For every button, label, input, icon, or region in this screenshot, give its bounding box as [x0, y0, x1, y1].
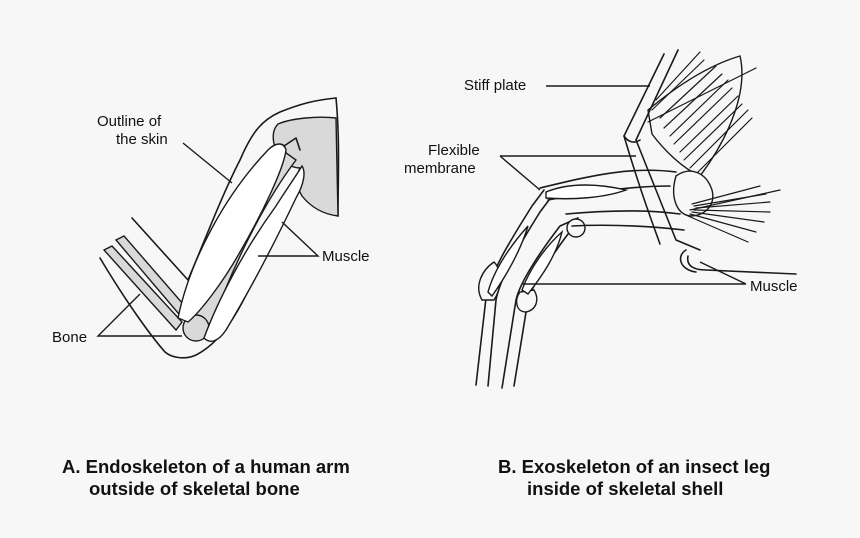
- muscle-leader-b: [522, 261, 747, 285]
- caption-b-line2: inside of skeletal shell: [527, 478, 724, 499]
- skin-label-line1: Outline of: [97, 113, 162, 130]
- tibia-muscle: [487, 225, 529, 298]
- caption-panel-b: B. Exoskeleton of an insect leg inside o…: [498, 456, 770, 500]
- base-shell: [679, 249, 797, 275]
- coxa-muscle-outline: [647, 55, 743, 177]
- knee-joint-upper: [566, 218, 586, 238]
- femur-muscle: [545, 184, 629, 200]
- trochanter-muscle-fan: [687, 185, 781, 243]
- caption-panel-a: A. Endoskeleton of a human arm outside o…: [62, 456, 350, 500]
- membrane-label-line1: Flexible: [428, 142, 480, 159]
- human-arm-illustration: Outline of the skin Muscle Bone: [52, 97, 370, 359]
- insect-leg-illustration: Stiff plate Flexible membrane Muscle: [404, 49, 798, 389]
- arm-skin-outline-upper: [131, 97, 337, 281]
- muscle-leader: [258, 221, 320, 257]
- muscle-label-a: Muscle: [322, 248, 370, 265]
- knee-joint-right: [515, 289, 538, 313]
- skin-label-line2: the skin: [116, 131, 168, 148]
- caption-a-line1: A. Endoskeleton of a human arm: [62, 456, 350, 477]
- muscle-tendon: [283, 137, 301, 151]
- biceps-muscle: [177, 143, 287, 323]
- tarsus-muscle: [521, 229, 564, 295]
- forearm-bone-radius: [102, 245, 183, 332]
- stiff-plate-label: Stiff plate: [464, 77, 526, 94]
- caption-a-line2: outside of skeletal bone: [89, 478, 300, 499]
- triceps-muscle: [203, 164, 305, 342]
- membrane-label-line2: membrane: [404, 160, 476, 177]
- caption-b-line1: B. Exoskeleton of an insect leg: [498, 456, 771, 477]
- muscle-label-b: Muscle: [750, 278, 798, 295]
- bone-leader: [96, 293, 182, 337]
- skin-leader: [182, 142, 233, 184]
- coxa-shell: [623, 135, 701, 251]
- femur-shell-bottom: [565, 210, 685, 231]
- membrane-leader: [499, 155, 636, 191]
- bone-label: Bone: [52, 329, 87, 346]
- coxa-muscle-fan: [647, 51, 757, 177]
